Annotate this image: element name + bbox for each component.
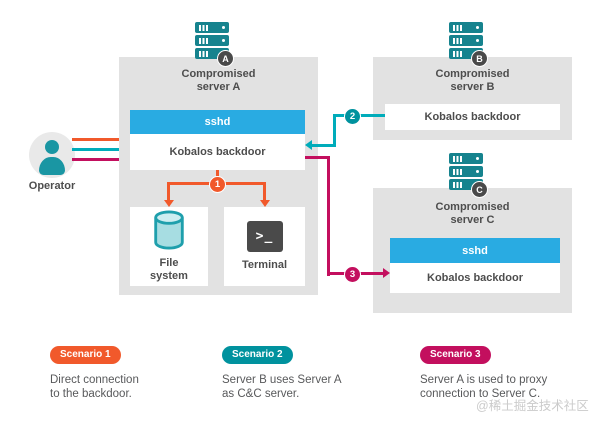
scenario-1-pill: Scenario 1	[50, 346, 121, 364]
scenario-2-desc-line1: Server B uses Server A	[222, 374, 342, 386]
server-a-title-line2: server A	[196, 81, 241, 93]
scenario-3-block: Scenario 3 Server A is used to proxy con…	[420, 344, 595, 401]
scenario-3-pill: Scenario 3	[420, 346, 491, 364]
connector-1-right-drop	[263, 182, 266, 200]
database-cylinder-icon	[154, 210, 184, 250]
server-b-title-line1: Compromised	[435, 68, 510, 80]
server-c-backdoor-bar: Kobalos backdoor	[390, 263, 560, 293]
server-a-title-line1: Compromised	[181, 68, 256, 80]
connector-badge-2: 2	[344, 108, 361, 125]
person-body-icon	[39, 157, 65, 175]
server-b-title: Compromised server B	[373, 68, 572, 94]
file-system-label-line1: File	[159, 257, 179, 269]
person-icon	[45, 140, 59, 154]
server-a-letter-badge: A	[217, 50, 234, 67]
scenario-1-block: Scenario 1 Direct connection to the back…	[50, 344, 225, 401]
arrow-operator-crimson	[72, 158, 121, 161]
server-c-title: Compromised server C	[373, 201, 572, 227]
arrowhead-into-server-c-icon	[383, 268, 390, 278]
operator-label: Operator	[28, 180, 76, 192]
arrow-operator-orange	[72, 138, 121, 141]
operator-avatar	[29, 132, 75, 178]
connector-3-vertical	[327, 156, 330, 276]
scenario-2-desc-line2: as C&C server.	[222, 388, 300, 400]
server-c-letter-badge: C	[471, 181, 488, 198]
server-b-backdoor-bar: Kobalos backdoor	[385, 104, 560, 130]
connector-badge-1: 1	[209, 176, 226, 193]
scenario-1-desc-line2: to the backdoor.	[50, 388, 132, 400]
server-b-title-line2: server B	[450, 81, 495, 93]
scenario-3-description: Server A is used to proxy connection to …	[420, 373, 595, 401]
server-c-title-line2: server C	[450, 214, 495, 226]
scenario-1-description: Direct connection to the backdoor.	[50, 373, 225, 401]
scenario-2-block: Scenario 2 Server B uses Server A as C&C…	[222, 344, 397, 401]
connector-badge-3: 3	[344, 266, 361, 283]
scenario-3-desc-line2: connection to Server C.	[420, 388, 541, 400]
scenario-3-desc-line1: Server A is used to proxy	[420, 374, 548, 386]
arrowhead-file-system-icon	[164, 200, 174, 207]
scenario-2-pill: Scenario 2	[222, 346, 293, 364]
file-system-label-line2: system	[150, 270, 188, 282]
scenario-1-desc-line1: Direct connection	[50, 374, 139, 386]
arrowhead-terminal-icon	[260, 200, 270, 207]
file-system-box: File system	[130, 207, 208, 286]
terminal-box: >_ Terminal	[224, 207, 305, 286]
arrow-operator-teal	[72, 148, 121, 151]
connector-2-vertical	[333, 114, 336, 147]
server-a-title: Compromised server A	[119, 68, 318, 94]
server-c-sshd-bar: sshd	[390, 238, 560, 263]
file-system-label: File system	[150, 257, 188, 283]
server-a-sshd-bar: sshd	[130, 110, 305, 134]
connector-2-horizontal-bottom	[312, 144, 336, 147]
connector-1-left-drop	[167, 182, 170, 200]
watermark: @稀土掘金技术社区	[476, 399, 589, 413]
server-a-backdoor-bar: Kobalos backdoor	[130, 134, 305, 170]
terminal-icon: >_	[246, 221, 283, 252]
server-b-letter-badge: B	[471, 50, 488, 67]
server-c-title-line1: Compromised	[435, 201, 510, 213]
scenario-2-description: Server B uses Server A as C&C server.	[222, 373, 397, 401]
connector-3-horizontal-top	[305, 156, 330, 159]
terminal-label: Terminal	[241, 259, 288, 271]
arrowhead-into-server-a-icon	[305, 140, 312, 150]
